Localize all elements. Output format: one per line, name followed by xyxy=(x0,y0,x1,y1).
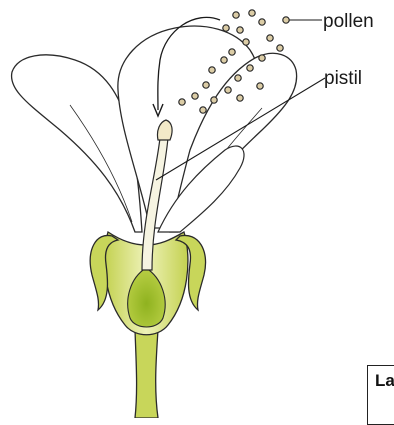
pollen-leader-dot xyxy=(283,17,289,23)
corner-caption-box: La xyxy=(367,365,394,425)
pollen-label: pollen xyxy=(323,11,374,32)
stalk xyxy=(135,330,158,418)
pistil-label: pistil xyxy=(324,68,362,89)
corner-caption-text: La xyxy=(375,371,394,391)
